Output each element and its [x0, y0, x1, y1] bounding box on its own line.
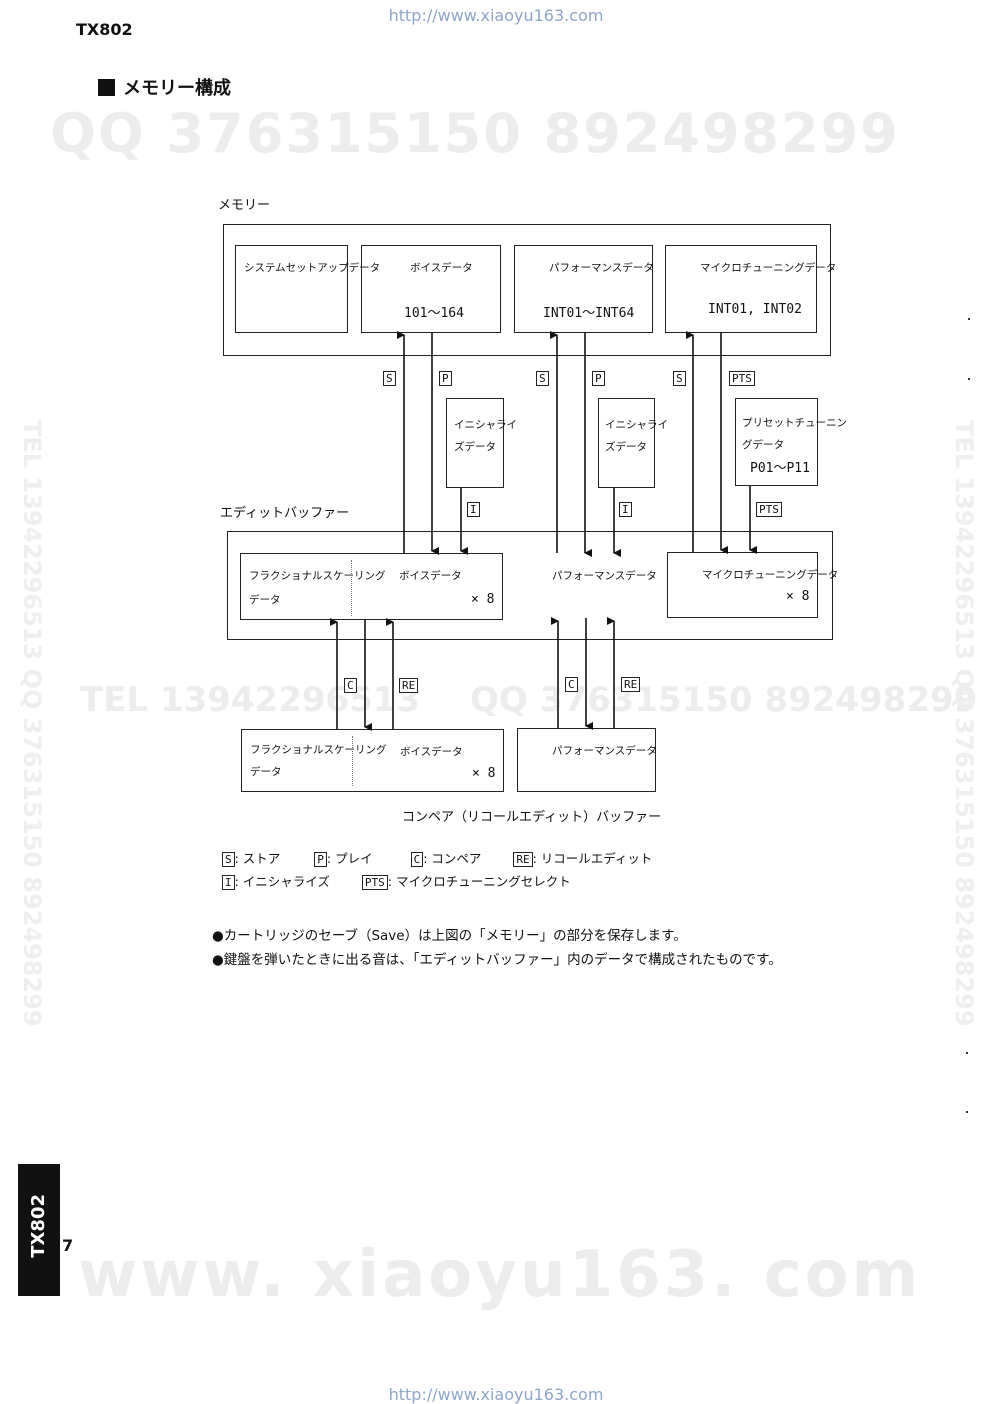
divider — [351, 560, 352, 616]
legend-row-1: S: ストア P: プレイ C: コンペア RE: リコールエディット — [222, 848, 652, 867]
legend-text: : マイクロチューニングセレクト — [387, 874, 571, 889]
performance-data-label: パフォーマンスデータ — [552, 745, 657, 757]
page-number: 7 — [62, 1236, 74, 1255]
heading-text: メモリー構成 — [123, 78, 231, 99]
square-bullet-icon — [98, 79, 115, 96]
times-eight-label: × 8 — [471, 592, 495, 607]
memory-box-system-setup: システムセットアップデータ — [235, 245, 380, 333]
pts-symbol: PTS — [756, 502, 782, 517]
watermark-vertical-right: TEL 13942296513 QQ 376315150 892498299 — [950, 420, 978, 1027]
scan-dot — [966, 1052, 968, 1054]
legend-row-2: I: イニシャライズ PTS: マイクロチューニングセレクト — [222, 871, 571, 890]
watermark-tel-mid: TEL 13942296513 — [80, 680, 421, 720]
init-box-line1: イニシャライ — [454, 419, 517, 431]
voice-data-label: ボイスデータ — [400, 746, 463, 758]
note-playback: ●鍵盤を弾いたときに出る音は、「エディットバッファー」内のデータで構成されたもの… — [212, 952, 782, 968]
legend-text: : コンペア — [423, 851, 482, 866]
preset-box-line2: グデータ — [742, 439, 784, 451]
memory-label: メモリー — [218, 198, 271, 213]
side-tab-label: TX802 — [28, 1194, 49, 1258]
legend-key: S — [222, 852, 235, 867]
scan-dot — [968, 378, 970, 380]
legend-key: I — [222, 875, 235, 890]
compare-symbol: C — [565, 677, 578, 692]
edit-micro-tuning-box: マイクロチューニングデータ × 8 — [667, 552, 838, 618]
micro-tuning-label: マイクロチューニングデータ — [702, 569, 839, 581]
memory-box-value: INT01, INT02 — [708, 302, 802, 317]
source-url-bottom: http://www.xiaoyu163.com — [388, 1385, 604, 1404]
memory-box-title: システムセットアップデータ — [244, 262, 381, 274]
watermark-www-bottom: www. xiaoyu163. com — [78, 1238, 922, 1312]
edit-buffer-container — [227, 531, 833, 640]
preset-tuning-box: プリセットチューニン グデータ P01～P11 — [735, 398, 847, 486]
scan-dot — [968, 318, 970, 320]
edit-performance-label: パフォーマンスデータ — [552, 570, 657, 582]
memory-box-performance: パフォーマンスデータ INT01～INT64 — [514, 245, 654, 333]
recall-edit-symbol: RE — [399, 678, 419, 693]
memory-box-voice: ボイスデータ 101～164 — [361, 245, 501, 333]
init-box-line1: イニシャライ — [605, 419, 668, 431]
scan-dot — [966, 1111, 968, 1113]
recall-edit-symbol: RE — [621, 677, 641, 692]
compare-buffer-label: コンペア（リコールエディット）バッファー — [402, 810, 662, 825]
times-eight-label: × 8 — [472, 766, 496, 781]
init-data-box-voice: イニシャライ ズデータ — [446, 398, 517, 488]
init-box-line2: ズデータ — [605, 441, 647, 453]
initialize-symbol: I — [467, 502, 480, 517]
legend-text: : ストア — [234, 851, 281, 866]
voice-data-label: ボイスデータ — [399, 570, 462, 582]
memory-box-title: ボイスデータ — [410, 262, 473, 274]
store-symbol: S — [383, 371, 396, 386]
frac-scaling-line2: データ — [249, 594, 281, 606]
init-data-box-performance: イニシャライ ズデータ — [598, 398, 668, 488]
play-symbol: P — [439, 371, 452, 386]
store-symbol: S — [673, 371, 686, 386]
memory-box-value: 101～164 — [404, 306, 464, 321]
preset-box-value: P01～P11 — [750, 461, 810, 476]
init-box-line2: ズデータ — [454, 441, 496, 453]
legend-key: P — [314, 852, 327, 867]
memory-box-title: マイクロチューニングデータ — [700, 262, 837, 274]
model-name-header: TX802 — [76, 20, 133, 39]
initialize-symbol: I — [619, 502, 632, 517]
legend-key: PTS — [361, 875, 388, 890]
side-model-tab: TX802 — [18, 1164, 60, 1296]
memory-box-value: INT01～INT64 — [543, 306, 635, 321]
watermark-qq-top: QQ 376315150 892498299 — [50, 102, 900, 165]
watermark-qq-mid: QQ 376315150 892498299 — [470, 680, 978, 720]
watermark-vertical-left: TEL 13942296513 QQ 376315150 892498299 — [18, 420, 46, 1027]
play-symbol: P — [592, 371, 605, 386]
legend-text: : リコールエディット — [532, 851, 653, 866]
preset-box-line1: プリセットチューニン — [742, 417, 847, 429]
source-url-top: http://www.xiaoyu163.com — [388, 6, 604, 25]
section-heading: メモリー構成 — [98, 74, 231, 100]
divider — [352, 736, 353, 786]
legend-text: : プレイ — [326, 851, 373, 866]
times-eight-label: × 8 — [786, 589, 810, 604]
edit-buffer-label: エディットバッファー — [220, 506, 350, 521]
compare-symbol: C — [344, 678, 357, 693]
memory-box-micro-tuning: マイクロチューニングデータ INT01, INT02 — [665, 245, 836, 333]
memory-container — [223, 224, 831, 356]
memory-box-title: パフォーマンスデータ — [549, 262, 654, 274]
legend-key: RE — [513, 852, 533, 867]
pts-symbol: PTS — [729, 371, 755, 386]
store-symbol: S — [536, 371, 549, 386]
frac-scaling-line2: データ — [250, 766, 282, 778]
legend-text: : イニシャライズ — [234, 874, 330, 889]
legend-key: C — [410, 852, 424, 867]
note-save: ●カートリッジのセーブ（Save）は上図の「メモリー」の部分を保存します。 — [212, 928, 687, 944]
